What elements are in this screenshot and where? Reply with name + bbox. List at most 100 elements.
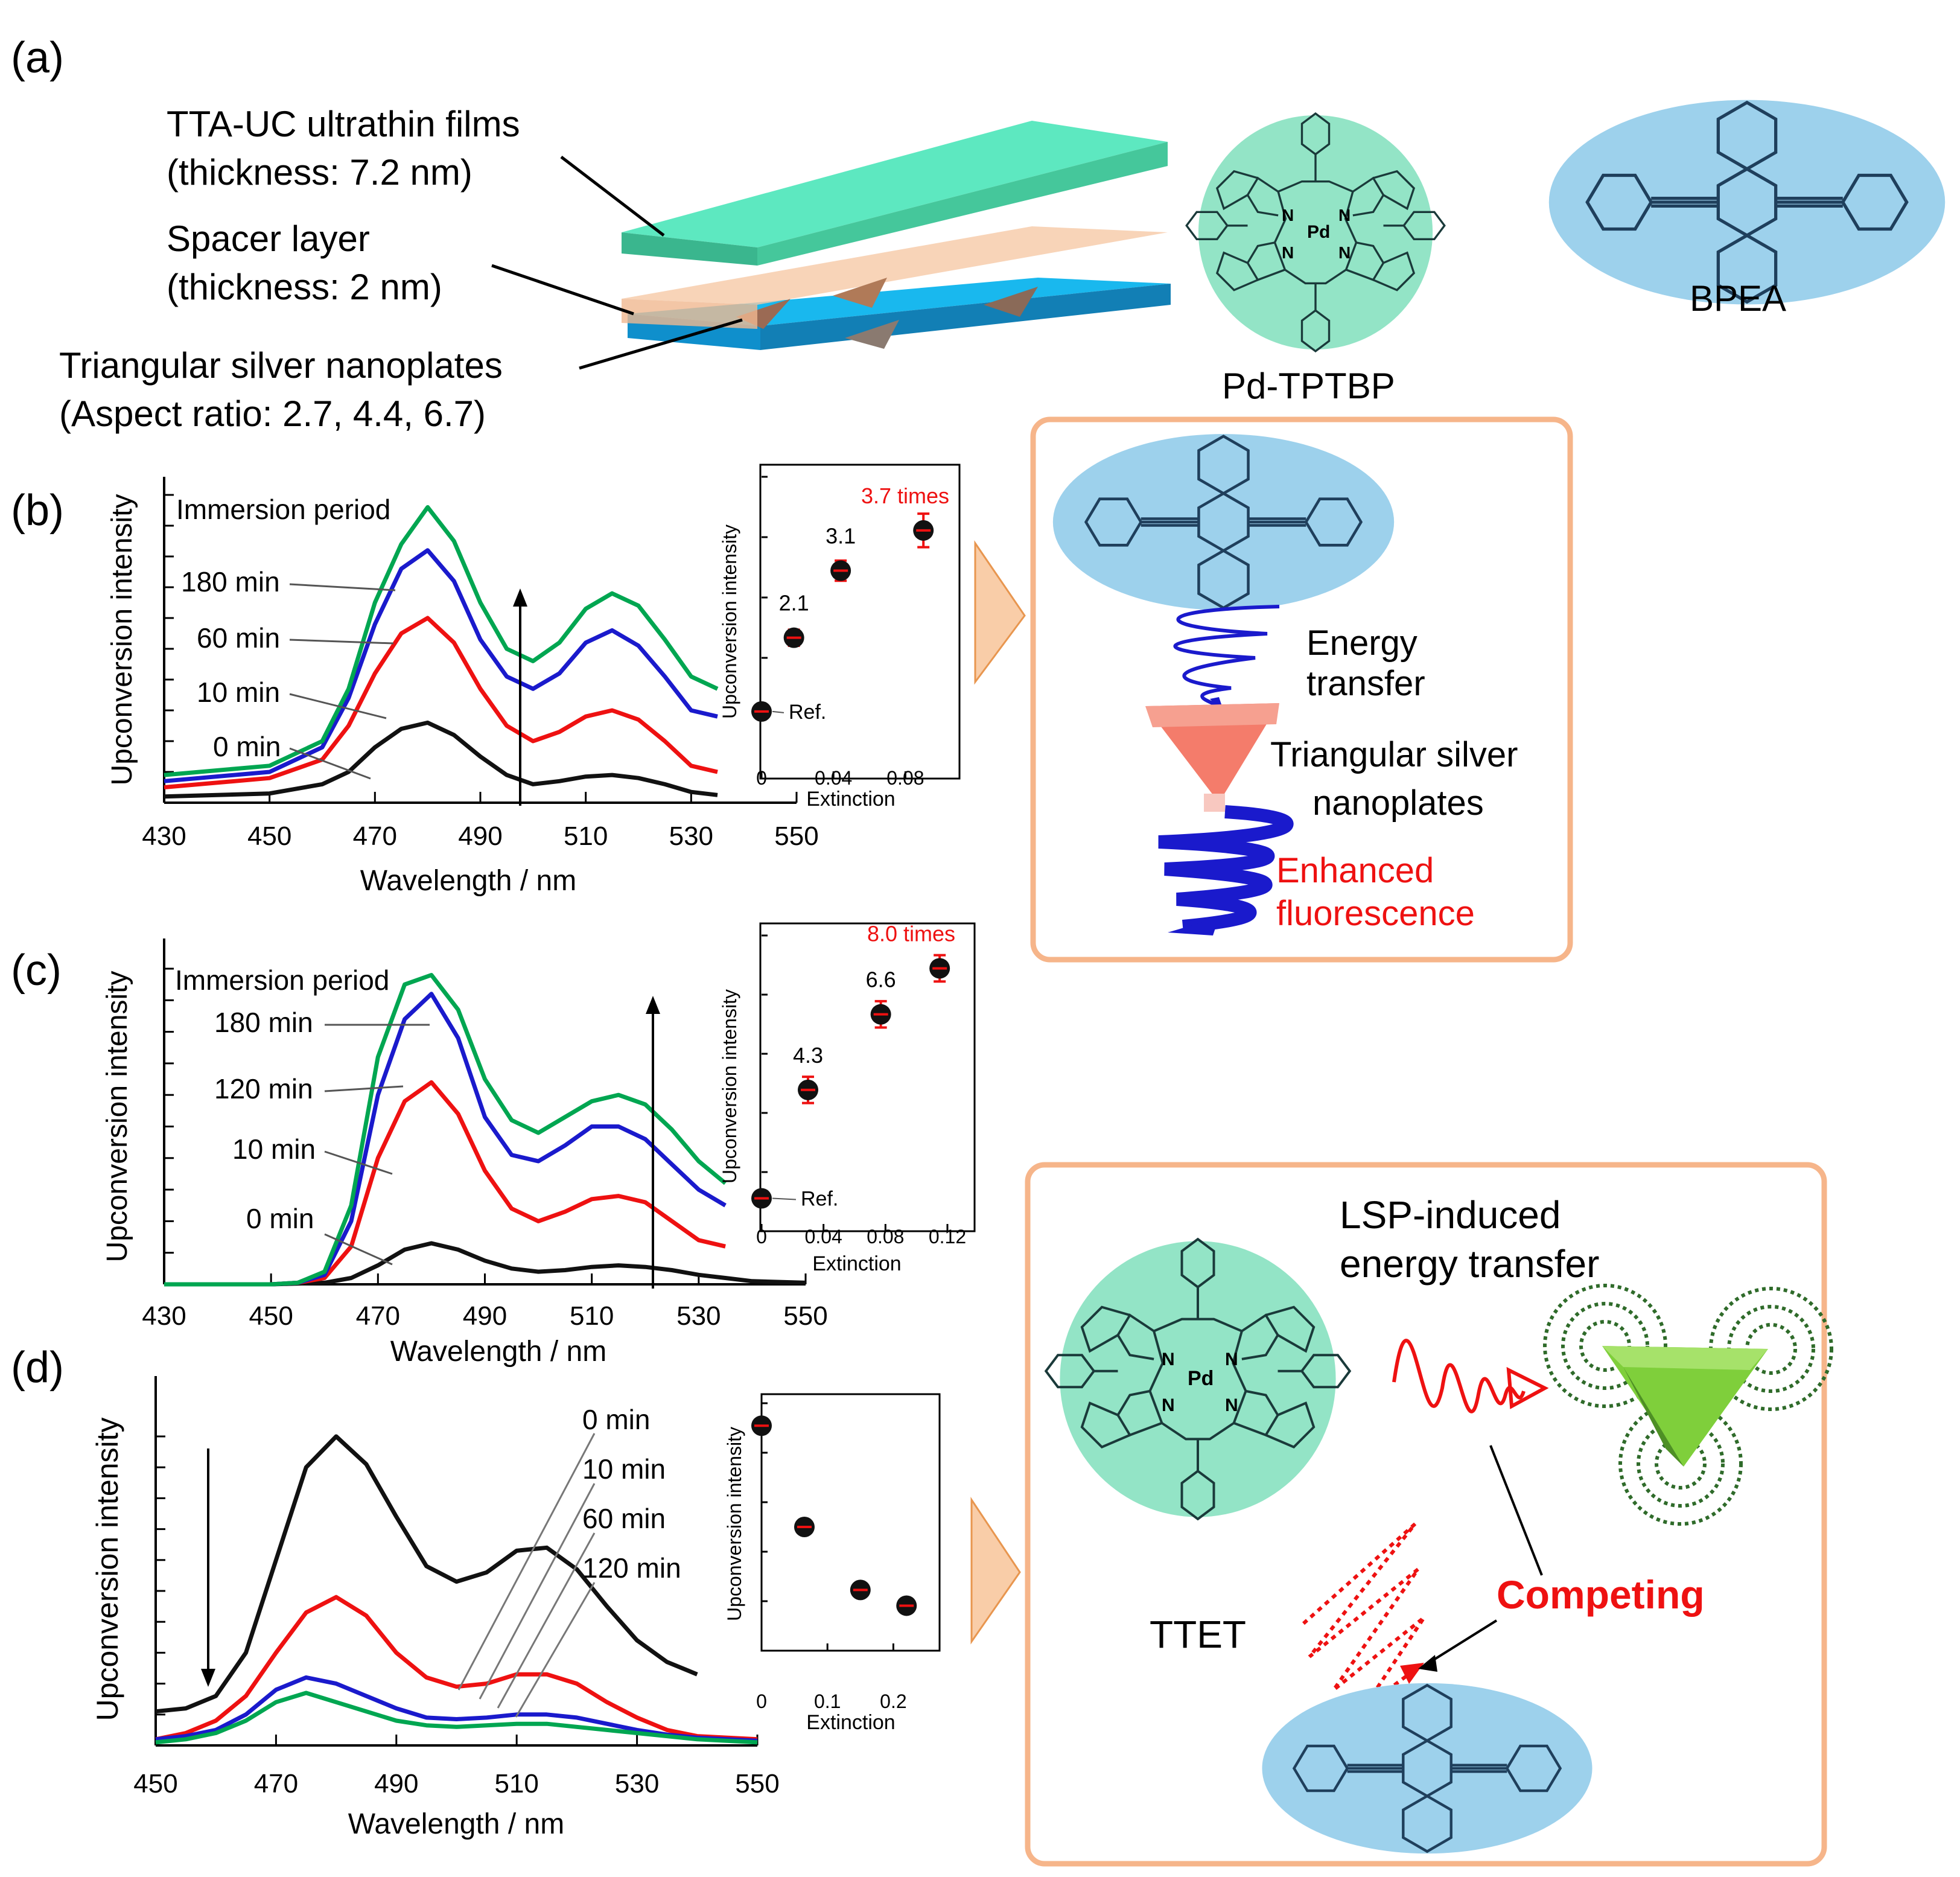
series-line-0-min [164,720,718,799]
series-line-60-min [155,1675,758,1743]
bpea-structure [1549,100,1945,305]
chart-b-legend-title: Immersion period [176,494,390,525]
scheme-b-bpea [1053,434,1394,610]
chart-b-label-60: 60 min [197,622,280,654]
spacer-thickness: (thickness: 2 nm) [167,267,442,307]
chart-c-label-10: 10 min [232,1133,316,1165]
film-leader-line [560,156,665,237]
ref-leader [772,710,784,713]
chart-d-label-0: 0 min [582,1404,650,1435]
chart-b-inset-xlabel: Extinction [806,788,895,811]
nanoplate-label: Triangular silver nanoplates [59,345,503,386]
scheme-b-enhanced-1: Enhanced [1276,851,1434,890]
data-label: Ref. [789,701,826,724]
chart-b-label-10: 10 min [197,677,280,708]
chart-d-label-60: 60 min [582,1503,666,1534]
x-tick-label: 530 [669,821,713,851]
chart-d-arrow-head [201,1669,215,1687]
n-atom-4: N [1338,243,1351,262]
scheme-b-nanoplates-1: Triangular silver [1270,735,1518,774]
chart-b-inset-frame [759,464,961,780]
scheme-d-bpea [1262,1683,1592,1853]
film-thickness: (thickness: 7.2 nm) [167,152,472,193]
chart-d-inset-xlabel: Extinction [806,1711,895,1734]
x-tick-label: 0.1 [814,1691,841,1712]
scheme-d-competing-line-1 [1489,1445,1543,1576]
scheme-b-energy-2: transfer [1306,664,1425,703]
panel-label-d: (d) [11,1343,64,1392]
scheme-d-n-atom-2: N [1225,1350,1238,1369]
chart-c-arrow-head [646,996,660,1014]
panel-label-b: (b) [11,486,64,535]
x-tick-label: 0.12 [929,1226,966,1248]
nanoplate-3 [984,287,1038,317]
data-label: 3.1 [826,524,856,549]
chart-c-leader-10 [324,1150,393,1175]
nanoplate-4 [833,278,887,308]
scheme-d-competing-arrow-head [1418,1655,1437,1672]
scheme-d-nanoplate [1543,1284,1833,1526]
arrow-to-scheme-b [974,540,1026,685]
chart-c-inset-xlabel: Extinction [812,1252,901,1275]
nanoplate-leader-line [579,318,743,370]
x-tick-label: 510 [564,821,608,851]
series-line-120-min [164,992,727,1287]
scheme-b-energy-1: Energy [1306,623,1418,663]
x-tick-label: 550 [735,1769,779,1799]
x-tick-label: 550 [783,1301,827,1331]
scheme-d-n-atom-4: N [1225,1395,1238,1415]
x-tick-label: 0 [756,1226,767,1248]
chart-b-inset-ylabel: Upconversion intensity [719,524,740,719]
scheme-d-lsp-wave [1392,1339,1526,1413]
sensitizer-name: Pd-TPTBP [1222,366,1395,406]
arrow-to-scheme-d [970,1497,1021,1645]
scheme-d-ttet-wave [1302,1522,1426,1710]
chart-d-inset-ylabel: Upconversion intensity [724,1427,745,1621]
scheme-d-competing-line-2 [1423,1619,1498,1667]
x-tick-label: 0.2 [880,1691,906,1712]
n-atom-3: N [1282,243,1294,262]
chart-d-ylabel: Upconversion intensity [91,1417,124,1721]
series-line-10-min [155,1595,758,1742]
spacer-leader-line [491,264,634,316]
film-layer-side [757,142,1168,266]
series-line-0-min [164,1241,806,1287]
ref-leader [772,1197,797,1200]
chart-c-leader-0 [324,1233,393,1266]
scheme-b-nanoplates-2: nanoplates [1312,783,1484,823]
chart-b-xlabel: Wavelength / nm [360,865,576,897]
x-tick-label: 470 [353,821,397,851]
chart-d-leader-10 [479,1483,596,1700]
x-tick-label: 0.08 [867,1226,904,1248]
chart-c-legend-title: Immersion period [175,964,389,996]
x-tick-label: 0 [756,767,767,789]
x-tick-label: 450 [133,1769,177,1799]
data-label: 4.3 [793,1043,823,1068]
data-label: Ref. [801,1188,838,1211]
nanoplate-aspect: (Aspect ratio: 2.7, 4.4, 6.7) [59,394,486,434]
x-tick-label: 0.08 [886,767,924,789]
pd-tptbp-structure: Pd N N N N [1185,112,1446,352]
x-tick-label: 0.04 [805,1226,842,1248]
chart-b-ylabel: Upconversion intensity [106,494,138,786]
x-tick-label: 0.04 [815,767,852,789]
spacer-layer-edge [622,299,757,329]
x-tick-label: 490 [374,1769,418,1799]
chart-c-label-180: 180 min [214,1007,313,1038]
x-tick-label: 550 [774,821,818,851]
scheme-b-fluorescence-wave [1158,805,1294,933]
scheme-d-pd-atom: Pd [1188,1367,1214,1390]
x-tick-label: 490 [463,1301,507,1331]
chart-d-label-120: 120 min [582,1552,681,1584]
film-layer-edge [622,232,757,266]
x-tick-label: 430 [142,821,186,851]
chart-b-leader-10 [289,693,387,719]
film-label: TTA-UC ultrathin films [167,104,520,144]
chart-b-label-180: 180 min [181,566,280,598]
